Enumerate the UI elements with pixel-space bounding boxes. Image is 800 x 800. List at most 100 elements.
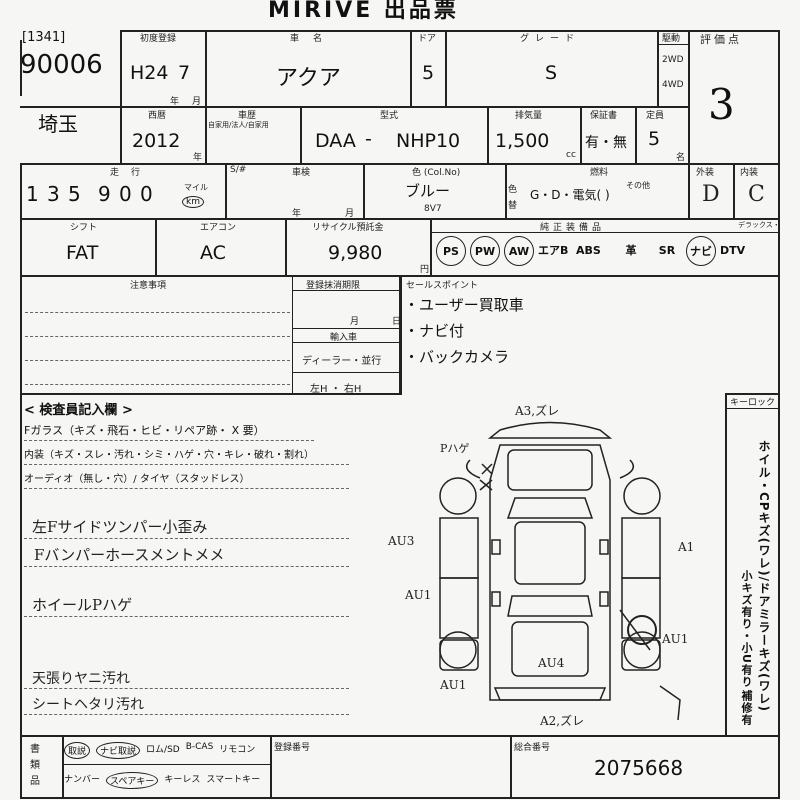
mileage-digit: 3 <box>47 182 60 206</box>
label-handle: 左H ・ 右H <box>310 384 362 395</box>
mark-rear-left-au1: AU1 <box>440 678 467 692</box>
label-persons: 名 <box>676 153 686 163</box>
label-docs: 書 類 品 <box>30 744 40 787</box>
shift-value: FAT <box>66 242 99 264</box>
label-yen: 円 <box>420 265 430 275</box>
doc-remote: リモコン <box>219 745 256 755</box>
inspector-line-glass: Fガラス（キズ・飛石・ヒビ・リペア跡・ X 要） <box>24 424 265 437</box>
label-mileage: 走行 <box>110 168 153 178</box>
aircon-value: AC <box>200 242 226 264</box>
inspector-line-interior: 内装（キズ・スレ・汚れ・シミ・ハゲ・穴・キレ・破れ・割れ） <box>24 450 314 461</box>
drive-4wd: 4WD <box>662 80 684 90</box>
model-name: アクア <box>276 66 341 91</box>
label-drive: 駆動 <box>662 34 681 44</box>
sheet-title: MIRIVE 出品票 <box>268 0 459 23</box>
label-cc: cc <box>566 150 576 160</box>
label-mile-unit: マイル <box>184 183 208 192</box>
label-western-year: 西暦 <box>148 111 167 121</box>
interior-grade: C <box>748 182 765 207</box>
mark-right-au1: AU1 <box>662 632 689 646</box>
inspector-line-audio: オーディオ（無し・穴）/ タイヤ（スタッドレス） <box>24 474 250 485</box>
color-number: 8V7 <box>424 204 442 214</box>
label-notes: 注意事項 <box>130 281 167 291</box>
doors-value: 5 <box>422 62 435 84</box>
composite-number: 2075668 <box>594 756 684 780</box>
drive-2wd: 2WD <box>662 55 684 65</box>
equip-pw: PW <box>470 236 500 266</box>
note-line-3: ホイールPハゲ <box>32 596 133 614</box>
warranty-value: 有・無 <box>585 135 627 151</box>
score-value: 3 <box>708 80 735 129</box>
label-due-day: 日 <box>392 317 402 327</box>
mileage-digit: 0 <box>119 182 132 206</box>
fuel-value: G・D・電気( ) <box>530 188 610 202</box>
label-due-month: 月 <box>350 317 360 327</box>
label-recycle: リサイクル預託金 <box>312 223 384 233</box>
label-capacity: 定員 <box>646 111 665 121</box>
label-deluxe: デラックス・ <box>738 221 780 229</box>
sales-point-1: ・ユーザー買取車 <box>404 296 524 314</box>
label-dealer: ディーラー・並行 <box>302 356 382 367</box>
label-doors: ドア <box>418 34 437 44</box>
mileage-digit: 9 <box>98 182 111 206</box>
equip-sr: SR <box>658 244 676 257</box>
label-import: 輸入車 <box>330 333 358 343</box>
lot-code: [1341] <box>22 30 66 45</box>
vehicle-class-sub: 自家用/法人/自家用 <box>208 121 269 129</box>
car-damage-diagram <box>439 421 681 721</box>
grade-value: S <box>545 62 558 84</box>
exterior-grade: D <box>702 182 720 207</box>
label-s-no: S/# <box>230 165 247 175</box>
mark-left-au3: AU3 <box>388 534 415 548</box>
recycle-value: 9,980 <box>328 242 383 264</box>
lot-number: 90006 <box>20 50 103 80</box>
color-value: ブルー <box>405 182 451 200</box>
first-reg-month: 7 <box>178 62 191 84</box>
docs-row-2: ナンバー スペアキー キーレス スマートキー <box>64 772 260 789</box>
label-inspection: 車検 <box>292 168 311 178</box>
km-unit-circled: km <box>182 196 204 208</box>
label-fuel: 燃料 <box>590 168 609 178</box>
doc-spare-key: スペアキー <box>106 772 159 789</box>
label-grade: グレード <box>520 34 581 44</box>
side-text-repair: 補修有 <box>740 690 753 726</box>
mark-rear-a2: A2,ズレ <box>540 714 585 728</box>
label-displacement: 排気量 <box>515 111 543 121</box>
sales-point-2: ・ナビ付 <box>404 322 465 340</box>
western-year: 2012 <box>132 130 181 152</box>
label-vehicle-class: 車歴 <box>238 111 257 121</box>
note-line-4: 天張りヤニ汚れ <box>32 671 130 687</box>
label-shift: シフト <box>70 223 98 233</box>
model-prefix: DAA <box>315 130 356 152</box>
label-score: 評価点 <box>700 33 742 46</box>
side-text-minor: 小キズ有り・小U有り <box>740 570 753 688</box>
capacity-value: 5 <box>648 128 661 150</box>
label-western-year-unit: 年 <box>193 153 203 163</box>
mileage-digit: 1 <box>26 182 39 206</box>
label-month: 月 <box>192 97 202 107</box>
doc-rom-sd: ロム/SD <box>146 745 180 755</box>
mark-p-hage: Pハゲ <box>440 442 470 455</box>
mark-rear-au4: AU4 <box>538 656 565 670</box>
label-warranty: 保証書 <box>590 111 618 121</box>
note-line-2: Fバンパーホースメントメメ <box>34 546 225 564</box>
reg-due-box <box>292 275 400 395</box>
equip-aw: AW <box>504 236 534 266</box>
label-fuel-other: その他 <box>626 181 650 190</box>
mileage-digits: 1 3 5 9 0 0 <box>26 182 161 206</box>
label-inspection-month: 月 <box>345 209 355 219</box>
sales-point-3: ・バックカメラ <box>404 348 510 366</box>
displacement-value: 1,500 <box>495 130 550 152</box>
label-equipment: 純正装備品 <box>540 223 606 233</box>
label-first-reg: 初度登録 <box>140 34 177 44</box>
label-model-name: 車名 <box>290 34 337 44</box>
label-reg-due: 登録抹消期限 <box>306 281 361 291</box>
doc-manual: 取説 <box>64 742 91 759</box>
label-sales-point: セールスポイント <box>406 281 479 291</box>
doc-bcas: B-CAS <box>185 742 214 752</box>
first-reg-era: H24 <box>130 62 169 84</box>
equip-ps: PS <box>436 236 466 266</box>
mark-left-au1: AU1 <box>405 588 432 602</box>
equipment-row: PS PW AW エアB ABS 革 SR ナビ DTV <box>436 236 750 266</box>
label-model-code: 型式 <box>380 111 399 121</box>
